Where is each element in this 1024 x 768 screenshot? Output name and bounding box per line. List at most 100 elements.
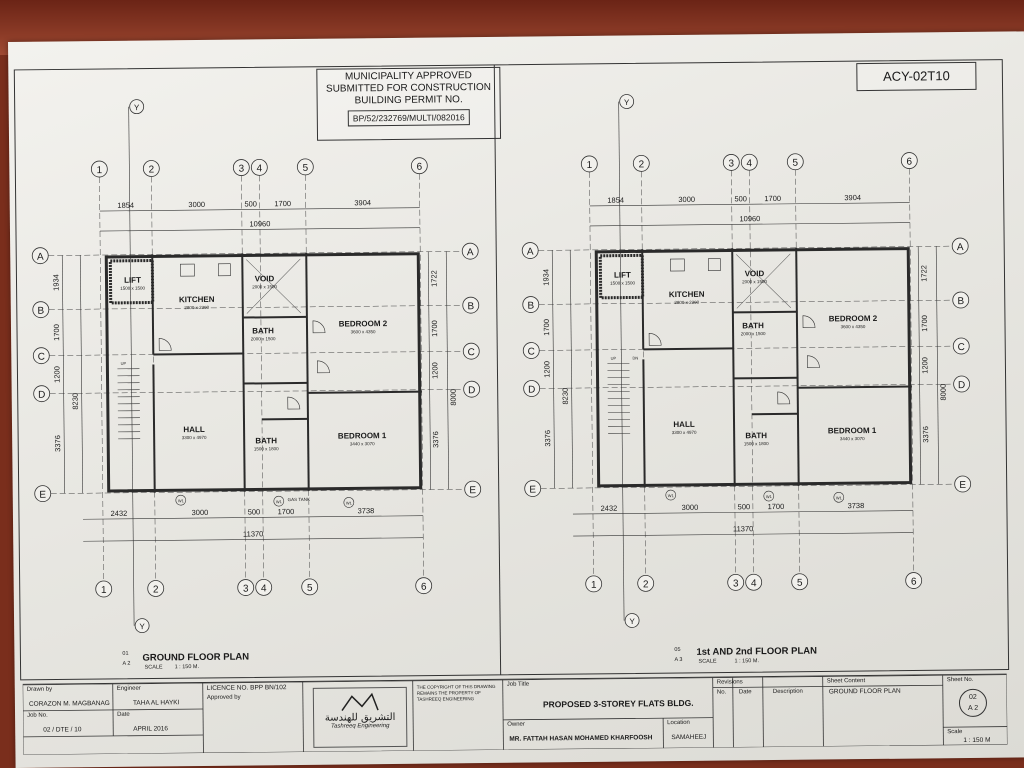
interior-wall xyxy=(641,249,645,350)
grid-bubble-top xyxy=(410,157,428,175)
section-marker-icon xyxy=(134,618,150,634)
grid-bubble-top xyxy=(580,155,598,173)
grid-bubble-left xyxy=(524,480,542,497)
grid-bubble-bottom xyxy=(147,580,165,597)
interior-wall xyxy=(642,359,646,488)
rev-col-description: Description xyxy=(772,688,803,696)
interior-wall xyxy=(733,376,798,380)
fridge-icon xyxy=(218,263,231,277)
company-logo: التشريق للهندسة Tashreeq Engineering xyxy=(312,686,408,748)
dim-line-top xyxy=(99,207,420,212)
revisions-label: Revisions xyxy=(716,679,743,686)
dim-line-right xyxy=(427,251,432,490)
upper-plan-number: 05 xyxy=(674,646,681,654)
room-size: 2000 x 1500 xyxy=(741,331,766,336)
grid-line-row xyxy=(538,245,953,251)
engineer-label: Engineer xyxy=(116,685,141,692)
grid-bubble-left xyxy=(32,301,50,319)
dim-top: 1700 xyxy=(274,199,291,208)
title-block: Drawn by CORAZON M. MAGBANAG Engineer TA… xyxy=(22,673,1008,755)
room-size: 3440 x 3070 xyxy=(840,436,865,441)
dim-right: 1200 xyxy=(920,357,929,374)
dim-right: 1200 xyxy=(430,362,439,379)
window-tag-icon xyxy=(343,497,355,508)
stair-up-label: UP xyxy=(611,356,617,361)
sheet-sub: A 2 xyxy=(967,704,979,712)
grid-line-row xyxy=(48,251,463,256)
upper-plan-title: 1st AND 2nd FLOOR PLAN xyxy=(696,645,817,658)
scale-label: Scale xyxy=(947,729,963,736)
licence-no: LICENCE NO. BPP BN/102 xyxy=(206,684,287,692)
grid-bubble-left xyxy=(522,342,540,359)
section-line xyxy=(128,106,135,626)
outer-wall xyxy=(594,247,913,488)
interior-wall xyxy=(307,390,422,394)
grid-line-col xyxy=(589,171,594,576)
section-marker-icon xyxy=(129,99,145,115)
ground-plan-sheet-ref: A 2 xyxy=(122,660,131,667)
job-title: PROPOSED 3-STOREY FLATS BLDG. xyxy=(542,697,694,710)
window-tag: W1 xyxy=(178,498,185,503)
dim-bottom: 500 xyxy=(248,507,261,516)
grid-bubble-right xyxy=(951,237,969,255)
grid-label-left: D xyxy=(38,390,45,401)
dim-total-bottom-line xyxy=(83,537,424,542)
grid-bubble-bottom xyxy=(415,577,433,595)
grid-label-top: 5 xyxy=(303,163,309,174)
drawing-sheet: MUNICIPALITY APPROVED SUBMITTED FOR CONS… xyxy=(8,31,1024,768)
dim-bottom: 1700 xyxy=(278,507,295,516)
room-size: 3600 x 4350 xyxy=(841,324,866,329)
grid-line-row xyxy=(539,383,954,389)
location: SAMAHEEJ xyxy=(671,733,707,742)
dim-top: 1854 xyxy=(607,196,624,205)
upper-plan-scale-label: SCALE xyxy=(698,658,717,665)
sheet-content-label: Sheet Content xyxy=(826,678,866,685)
grid-label-top: 4 xyxy=(257,163,263,174)
grid-bubble-right xyxy=(461,242,479,260)
approved-by-label: Approved by xyxy=(206,694,241,701)
grid-bubble-bottom xyxy=(745,573,763,591)
grid-label-bottom: 3 xyxy=(243,584,249,595)
interior-wall xyxy=(153,352,244,356)
grid-bubble-right xyxy=(953,375,971,393)
grid-label-bottom: 5 xyxy=(797,578,803,589)
grid-line-row xyxy=(540,483,955,489)
grid-bubble-top xyxy=(142,160,160,177)
dim-top: 3000 xyxy=(188,200,205,209)
room-name: LIFT xyxy=(124,276,141,285)
dim-total-right-line xyxy=(935,246,939,485)
interior-wall xyxy=(795,247,800,486)
dim-top: 3904 xyxy=(354,198,371,207)
stove-icon xyxy=(670,258,685,272)
sheet-no-circle: 02 A 2 xyxy=(958,688,988,718)
room-name: LIFT xyxy=(614,270,631,279)
grid-bubble-right xyxy=(462,296,480,314)
grid-bubble-left xyxy=(33,385,51,403)
grid-label-right: D xyxy=(468,385,475,396)
interior-wall xyxy=(797,385,912,389)
grid-label-right: A xyxy=(957,242,964,253)
dim-bottom: 2432 xyxy=(111,509,128,518)
void-cross xyxy=(736,253,791,309)
stove-icon xyxy=(180,263,195,277)
room-size: 3600 x 4350 xyxy=(351,329,376,334)
room-size: 2800 x 2390 xyxy=(184,305,209,310)
grid-bubble-top xyxy=(232,159,250,176)
dim-top: 500 xyxy=(734,194,747,203)
ground-plan-scale-label: SCALE xyxy=(144,664,163,671)
grid-label-left: D xyxy=(528,384,535,395)
room-name: HALL xyxy=(673,420,695,429)
grid-label-left: B xyxy=(527,301,534,312)
room-name: VOID xyxy=(745,269,765,278)
grid-bubble-top xyxy=(90,160,108,178)
grid-label-bottom: 1 xyxy=(101,585,107,596)
grid-label-top: 6 xyxy=(906,157,912,168)
grid-label-top: 3 xyxy=(239,164,245,175)
dim-left: 1200 xyxy=(52,366,61,383)
grid-bubble-bottom xyxy=(585,575,603,593)
dim-total-bottom: 11370 xyxy=(243,529,263,538)
dim-total-right: 8000 xyxy=(449,389,458,406)
dim-total-left: 8230 xyxy=(71,393,80,410)
